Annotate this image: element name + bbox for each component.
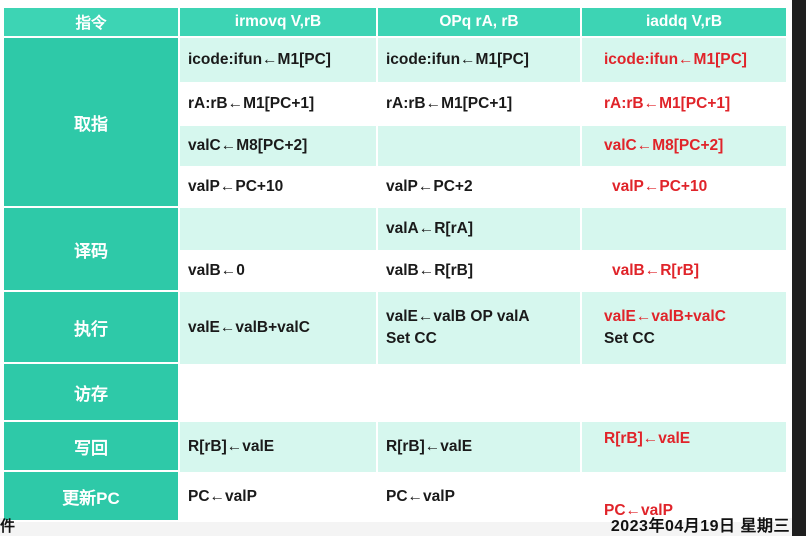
execute-iaddq-line2: Set CC (604, 330, 655, 347)
memory-irmovq (180, 364, 378, 422)
fetch-opq-3 (378, 126, 582, 166)
writeback-opq: R[rB]←valE (378, 422, 582, 472)
fetch-iaddq-1: icode:ifun←M1[PC] (582, 38, 788, 82)
decode-opq-1: valA←R[rA] (378, 208, 582, 250)
writeback-irmovq: R[rB]←valE (180, 422, 378, 472)
header-instruction: 指令 (4, 8, 180, 38)
stage-writeback: 写回 (4, 422, 180, 472)
window-edge (792, 0, 806, 536)
fetch-irmovq-4: valP←PC+10 (180, 166, 378, 208)
header-iaddq: iaddq V,rB (582, 8, 788, 38)
execute-iaddq-line1: valE←valB+valC (604, 308, 726, 325)
fetch-iaddq-3: valC←M8[PC+2] (582, 126, 788, 166)
fetch-irmovq-1: icode:ifun←M1[PC] (180, 38, 378, 82)
memory-opq (378, 364, 582, 422)
stage-pcupdate: 更新PC (4, 472, 180, 522)
execute-opq-line1: valE←valB OP valA (386, 308, 530, 325)
writeback-iaddq: R[rB]←valE (582, 422, 788, 472)
fetch-opq-2: rA:rB←M1[PC+1] (378, 82, 582, 126)
stage-execute: 执行 (4, 292, 180, 364)
execute-opq: valE←valB OP valA Set CC (378, 292, 582, 364)
fetch-irmovq-3: valC←M8[PC+2] (180, 126, 378, 166)
decode-iaddq-2: valB←R[rB] (582, 250, 788, 292)
stage-grid: 指令 irmovq V,rB OPq rA, rB iaddq V,rB 取指 … (4, 8, 788, 522)
pcupdate-iaddq: PC←valP (582, 472, 788, 522)
header-opq: OPq rA, rB (378, 8, 582, 38)
instruction-table: 指令 irmovq V,rB OPq rA, rB iaddq V,rB 取指 … (0, 0, 792, 522)
execute-irmovq: valE←valB+valC (180, 292, 378, 364)
stage-fetch: 取指 (4, 38, 180, 208)
memory-iaddq (582, 364, 788, 422)
header-irmovq: irmovq V,rB (180, 8, 378, 38)
fetch-opq-4: valP←PC+2 (378, 166, 582, 208)
footer-left-text: 件 (0, 518, 16, 535)
pcupdate-opq: PC←valP (378, 472, 582, 522)
decode-iaddq-1 (582, 208, 788, 250)
decode-irmovq-1 (180, 208, 378, 250)
decode-irmovq-2: valB←0 (180, 250, 378, 292)
fetch-iaddq-4: valP←PC+10 (582, 166, 788, 208)
stage-decode: 译码 (4, 208, 180, 292)
stage-memory: 访存 (4, 364, 180, 422)
pcupdate-irmovq: PC←valP (180, 472, 378, 522)
fetch-opq-1: icode:ifun←M1[PC] (378, 38, 582, 82)
decode-opq-2: valB←R[rB] (378, 250, 582, 292)
fetch-iaddq-2: rA:rB←M1[PC+1] (582, 82, 788, 126)
execute-opq-line2: Set CC (386, 330, 437, 347)
execute-iaddq: valE←valB+valC Set CC (582, 292, 788, 364)
footer-date: 2023年04月19日 星期三 (610, 518, 790, 535)
fetch-irmovq-2: rA:rB←M1[PC+1] (180, 82, 378, 126)
